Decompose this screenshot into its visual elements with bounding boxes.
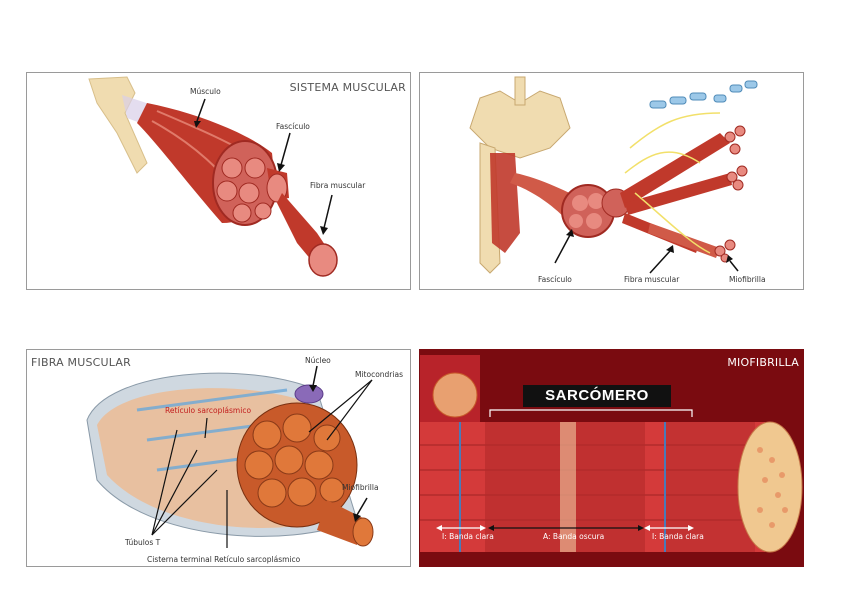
- fiber-illustration: [86, 365, 374, 548]
- label-mitocondrias: Mitocondrias: [355, 370, 403, 379]
- label-fibra-muscular: Fibra muscular: [624, 275, 680, 284]
- label-cisterna-terminal: Cisterna terminal Retículo sarcoplásmico: [147, 555, 301, 564]
- muscle-illustration: [88, 76, 338, 277]
- myofibril-illustration: [420, 350, 803, 566]
- panel-anatomia-muscular: Fascículo Fibra muscular Miofibrilla: [419, 72, 804, 290]
- label-reticulo-sarcoplasmico: Retículo sarcoplásmico: [165, 406, 252, 415]
- label-fasciculo: Fascículo: [538, 275, 572, 284]
- sarcomero-label: SARCÓMERO: [523, 385, 671, 407]
- panel-sistema-muscular: SISTEMA MUSCULAR Músculo Fascículo Fibra…: [26, 72, 411, 290]
- label-fasciculo: Fascículo: [276, 122, 310, 131]
- panel-title: MIOFIBRILLA: [727, 356, 799, 369]
- label-banda-clara-izquierda: I: Banda clara: [442, 532, 494, 541]
- label-miofibrilla: Miofibrilla: [729, 275, 766, 284]
- label-fibra-muscular: Fibra muscular: [310, 181, 366, 190]
- label-tubulos-t: Túbulos T: [125, 538, 161, 547]
- panel-title: SISTEMA MUSCULAR: [289, 81, 406, 94]
- label-miofibrilla: Miofibrilla: [342, 483, 379, 492]
- panel-miofibrilla: MIOFIBRILLA SARCÓMERO I: Banda clara A: …: [419, 349, 804, 567]
- anatomy-illustration: [469, 76, 758, 274]
- label-musculo: Músculo: [190, 87, 221, 96]
- panel-fibra-muscular: FIBRA MUSCULAR Núcleo Mitocondrias Retíc…: [26, 349, 411, 567]
- label-banda-oscura: A: Banda oscura: [543, 532, 605, 541]
- label-nucleo: Núcleo: [305, 356, 331, 365]
- panel-title: FIBRA MUSCULAR: [31, 356, 131, 369]
- label-banda-clara-derecha: I: Banda clara: [652, 532, 704, 541]
